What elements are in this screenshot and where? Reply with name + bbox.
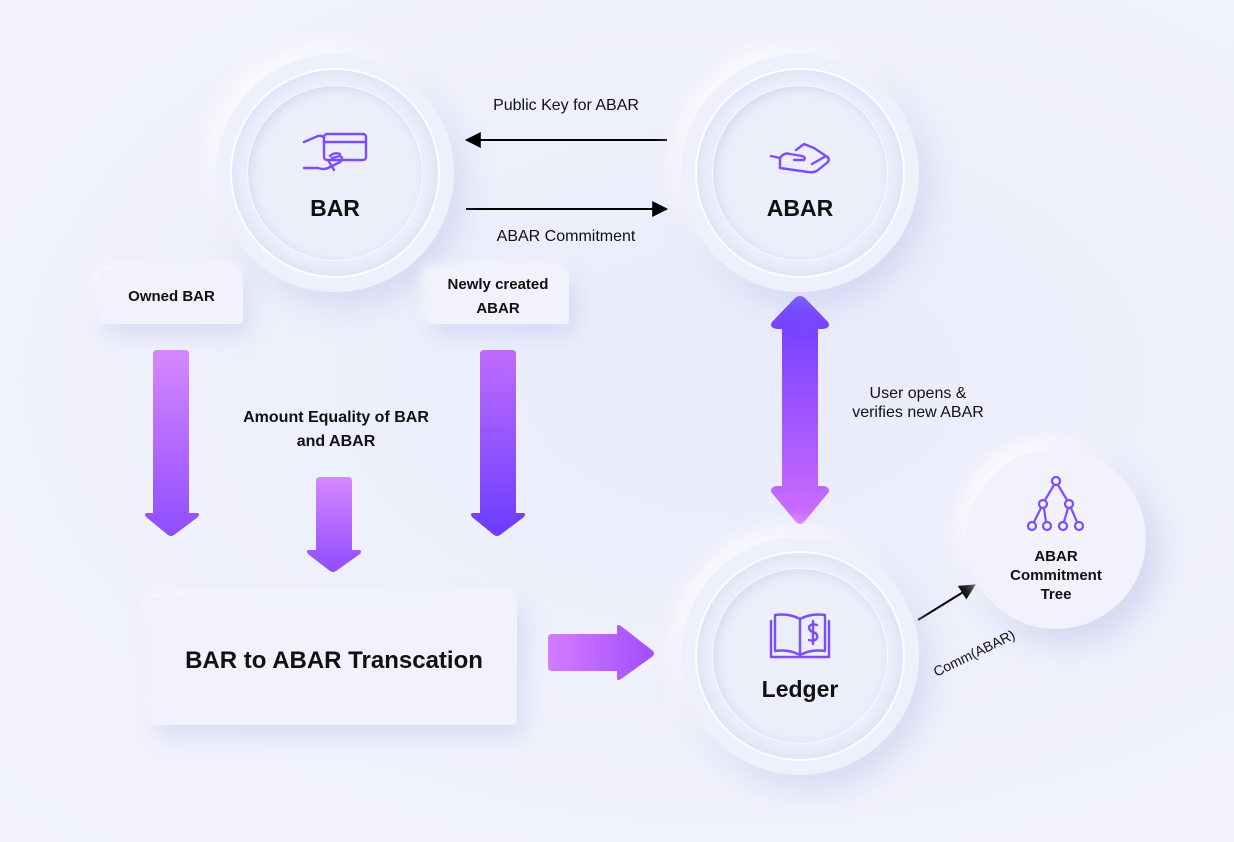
public-key-label: Public Key for ABAR bbox=[493, 97, 639, 114]
user-opens-label-line1: User opens & bbox=[869, 385, 967, 402]
owned-bar-down-arrow bbox=[145, 350, 199, 536]
ledger-node-ring bbox=[695, 551, 905, 761]
commitment-tree-label-line1: ABAR bbox=[1034, 548, 1078, 565]
newly-created-label-line2: ABAR bbox=[476, 300, 520, 317]
bar-node-inner bbox=[248, 86, 422, 260]
user-opens-label-line2: verifies new ABAR bbox=[852, 404, 984, 421]
abar-node-inner bbox=[713, 86, 887, 260]
owned-bar-card: Owned BAR bbox=[100, 270, 243, 324]
commitment-tree-label-line2: Commitment bbox=[1010, 567, 1102, 584]
abar-node-ring bbox=[695, 68, 905, 278]
bar-node-label: BAR bbox=[310, 195, 360, 221]
tree-network-icon bbox=[1027, 476, 1085, 532]
ledger-node[interactable]: Ledger bbox=[681, 537, 919, 775]
abar-ledger-double-arrow bbox=[771, 296, 829, 524]
open-hand-icon bbox=[769, 142, 830, 174]
commitment-label: ABAR Commitment bbox=[496, 228, 636, 245]
bar-node[interactable]: BAR bbox=[216, 54, 454, 292]
comm-abar-arrow bbox=[917, 584, 976, 621]
abar-node[interactable]: ABAR bbox=[681, 54, 919, 292]
card-hand-icon bbox=[302, 132, 368, 172]
transaction-card[interactable]: BAR to ABAR Transcation bbox=[151, 597, 517, 725]
ledger-node-label: Ledger bbox=[761, 676, 839, 702]
newly-created-down-arrow bbox=[471, 350, 525, 536]
commitment-tree-label-line3: Tree bbox=[1040, 586, 1072, 603]
commitment-tree-node[interactable]: ABAR Commitment Tree bbox=[966, 449, 1146, 629]
newly-created-label-line1: Newly created bbox=[447, 276, 549, 293]
amount-equality-label-line1: Amount Equality of BAR bbox=[243, 409, 429, 426]
amount-equality-down-arrow bbox=[307, 477, 361, 572]
newly-created-card: Newly created ABAR bbox=[427, 270, 569, 324]
bar-node-ring bbox=[230, 68, 440, 278]
transaction-to-ledger-arrow bbox=[548, 625, 654, 680]
abar-node-label: ABAR bbox=[766, 195, 834, 221]
ledger-book-icon bbox=[769, 613, 831, 659]
comm-abar-label: Comm(ABAR) bbox=[930, 626, 1018, 680]
transaction-label: BAR to ABAR Transcation bbox=[185, 647, 483, 674]
amount-equality-label-line2: and ABAR bbox=[296, 433, 376, 450]
owned-bar-label: Owned BAR bbox=[128, 288, 215, 305]
